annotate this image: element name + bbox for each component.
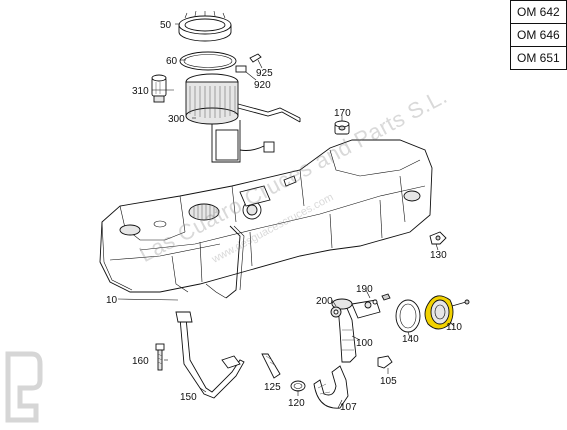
engine-cell: OM 646 xyxy=(510,23,567,47)
engine-cell: OM 651 xyxy=(510,46,567,70)
part-120-clamp xyxy=(290,380,306,392)
part-925-clip xyxy=(249,53,263,69)
part-100-filler-neck xyxy=(331,298,357,363)
part-107-filler-hose xyxy=(313,365,349,409)
label-107: 107 xyxy=(340,402,357,413)
table-row: OM 642 xyxy=(510,0,567,24)
part-920-clip xyxy=(235,65,257,81)
part-10-fuel-tank xyxy=(99,139,433,299)
label-925: 925 xyxy=(256,68,273,79)
label-200: 200 xyxy=(316,296,333,307)
label-110: 110 xyxy=(446,322,462,333)
part-125-hose xyxy=(261,353,281,379)
label-125: 125 xyxy=(264,382,281,393)
watermark-logo-icon xyxy=(5,351,43,423)
label-100: 100 xyxy=(356,338,373,349)
label-150: 150 xyxy=(180,392,197,403)
table-row: OM 651 xyxy=(510,46,567,70)
label-190: 190 xyxy=(356,284,373,295)
part-200-cap xyxy=(330,306,342,318)
part-50-locking-ring xyxy=(178,10,232,42)
part-190-screw xyxy=(351,293,391,319)
label-120: 120 xyxy=(288,398,305,409)
label-170: 170 xyxy=(334,108,351,119)
label-140: 140 xyxy=(402,334,419,345)
part-300-fuel-pump-module xyxy=(185,73,301,163)
label-10: 10 xyxy=(106,295,118,306)
part-150-tank-strap xyxy=(175,311,245,399)
label-160: 160 xyxy=(132,356,149,367)
part-105-clip xyxy=(377,355,393,369)
part-160-bolt xyxy=(155,343,165,371)
part-310-fitting xyxy=(151,74,167,103)
label-920: 920 xyxy=(254,80,271,91)
label-300: 300 xyxy=(168,114,185,125)
label-130: 130 xyxy=(430,250,447,261)
label-310: 310 xyxy=(132,86,149,97)
part-110-filler-cap-highlighted xyxy=(424,295,470,330)
label-50: 50 xyxy=(160,20,172,31)
label-60: 60 xyxy=(166,56,178,67)
label-105: 105 xyxy=(380,376,397,387)
table-row: OM 646 xyxy=(510,23,567,47)
part-130-clip xyxy=(429,231,447,245)
part-140-seal xyxy=(395,299,421,333)
part-60-seal-ring xyxy=(179,51,237,71)
engine-variant-table: OM 642 OM 646 OM 651 xyxy=(510,0,567,70)
engine-cell: OM 642 xyxy=(510,0,567,24)
